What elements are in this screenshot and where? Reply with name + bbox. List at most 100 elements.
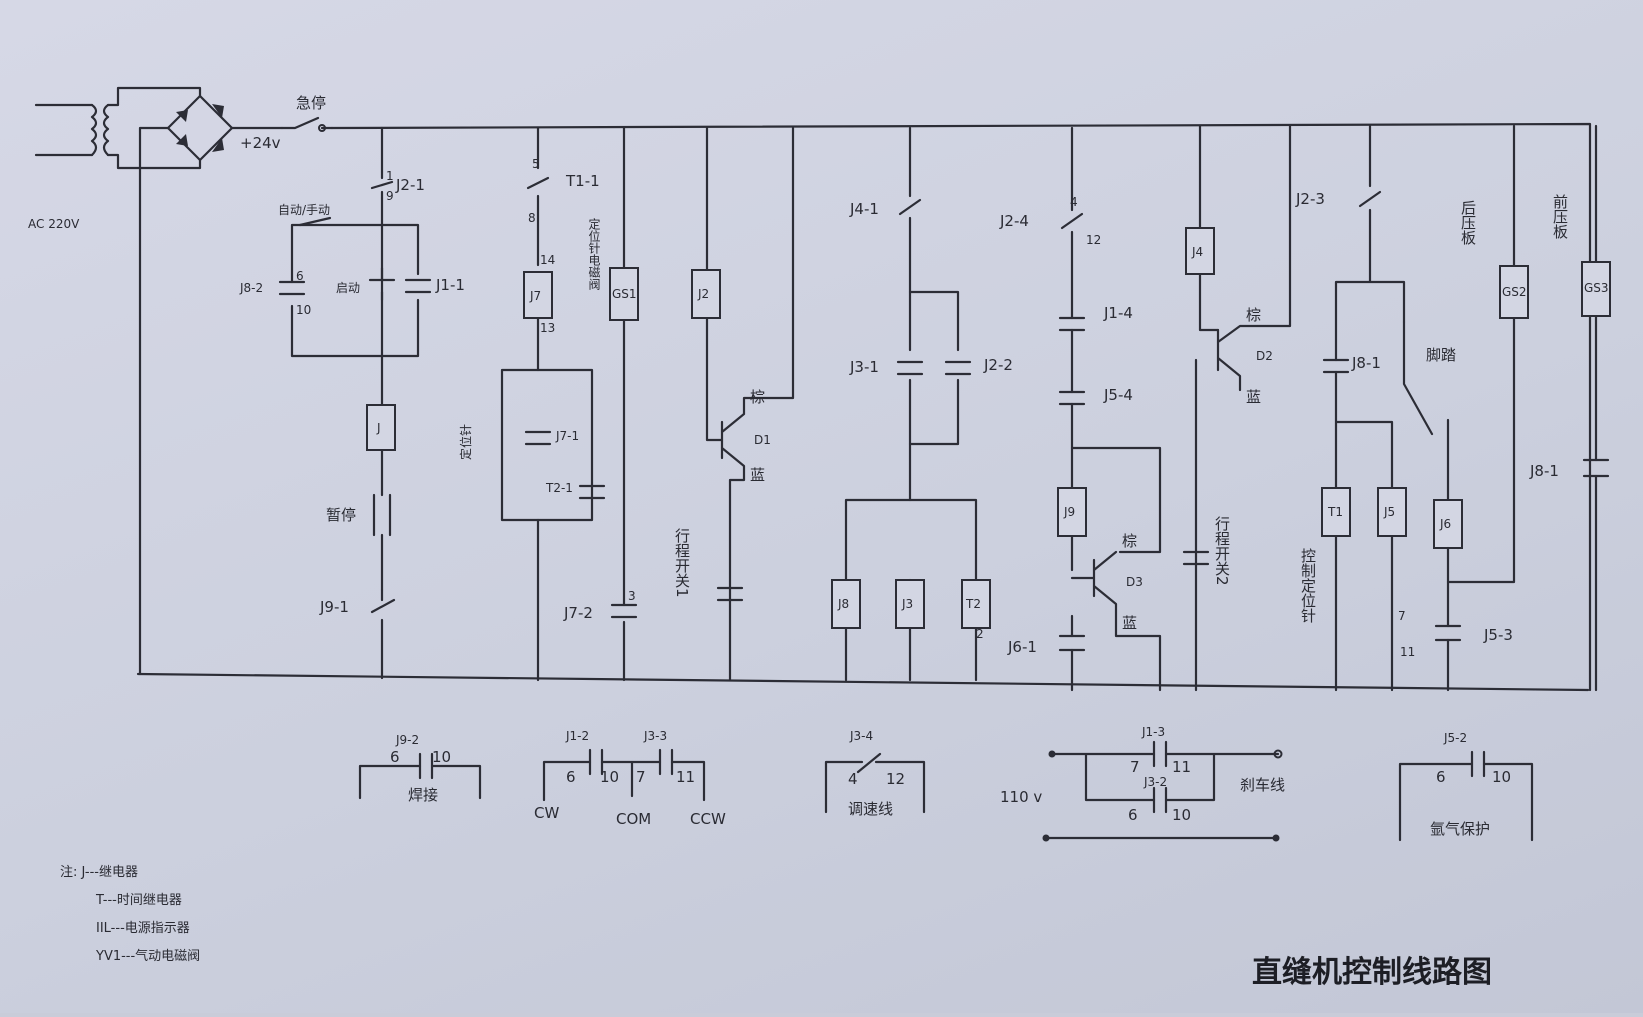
j3-1-label: J3-1 [849, 358, 879, 376]
estop-label: 急停 [296, 94, 326, 112]
aux-argon: J5-2 6 10 氩气保护 [1398, 731, 1534, 842]
pause-button [372, 493, 392, 537]
aux-weld: J9-2 6 10 焊接 [358, 733, 482, 804]
j5-3-label: J5-3 [1483, 626, 1513, 644]
j1-1-label: J1-1 [435, 276, 465, 294]
ac-voltage-label: AC 220V [28, 217, 80, 231]
svg-text:J5-2: J5-2 [1443, 731, 1467, 745]
t1-label: T1 [1327, 505, 1343, 519]
j5-4-label: J5-4 [1103, 386, 1133, 404]
svg-text:9: 9 [386, 189, 394, 203]
svg-text:14: 14 [540, 253, 555, 267]
j1-4-label: J1-4 [1103, 304, 1133, 322]
j5-label: J5 [1383, 505, 1395, 519]
relay-coil-j [366, 404, 396, 451]
branch-j4: J4 D2 棕 蓝 行程开关2 [1182, 124, 1292, 692]
nc-contact-j2-4 [1060, 212, 1084, 230]
svg-text:7: 7 [1398, 609, 1406, 623]
j4-label: J4 [1191, 245, 1203, 259]
svg-text:8: 8 [528, 211, 536, 225]
start-button [368, 266, 396, 302]
com-label: COM [616, 810, 651, 828]
bridge-rectifier [138, 94, 284, 170]
t2-label: T2 [965, 597, 981, 611]
limit-switch-1-label: 行程开关1 [673, 528, 691, 598]
relay-coil-j3 [895, 579, 925, 629]
transistor-d3 [1070, 550, 1162, 692]
pos-pin-label: 定位针 [458, 424, 473, 460]
d1-blue: 蓝 [750, 466, 765, 484]
valve-gs2 [1499, 265, 1529, 319]
relay-coil-j9 [1057, 487, 1087, 537]
svg-text:1: 1 [386, 169, 394, 183]
j4-1-label: J4-1 [849, 200, 879, 218]
argon-label: 氩气保护 [1430, 820, 1490, 838]
ccw-label: CCW [690, 810, 726, 828]
svg-text:6: 6 [566, 768, 576, 786]
svg-text:3: 3 [628, 589, 636, 603]
weld-label: 焊接 [408, 786, 438, 804]
t2-1-label: T2-1 [545, 481, 573, 495]
branch-j7: T1-1 J7 J7-1 T2-1 定位针 GS1 定位针电磁阀 J7-2 [458, 126, 639, 682]
svg-text:6: 6 [390, 748, 400, 766]
svg-text:7: 7 [636, 768, 646, 786]
ctrl-pin-label: 控制定位针 [1299, 548, 1317, 623]
svg-text:10: 10 [1492, 768, 1511, 786]
power-supply: +24v AC 220V 急停 [28, 86, 334, 231]
transistor-d2 [1194, 124, 1292, 692]
svg-text:J3-3: J3-3 [643, 729, 667, 743]
svg-text:5: 5 [532, 157, 540, 171]
timer-coil-t2 [961, 579, 991, 629]
j2-4-label: J2-4 [999, 212, 1029, 230]
limit-switch-2-label: 行程开关2 [1213, 516, 1231, 586]
transformer-secondary [102, 103, 110, 157]
svg-text:12: 12 [886, 770, 905, 788]
j6-1-label: J6-1 [1007, 638, 1037, 656]
branch-j9: J2-4 J1-4 J5-4 J9 D3 棕 蓝 J6-1 [999, 126, 1162, 692]
gs3-label: GS3 [1584, 281, 1609, 295]
front-plate-label: 前压板 [1551, 194, 1569, 239]
aux-motor-direction: J1-2 J3-3 6 10 7 11 CW COM CCW [534, 729, 726, 828]
gs2-label: GS2 [1502, 285, 1527, 299]
start-label: 启动 [336, 281, 360, 295]
svg-text:13: 13 [540, 321, 555, 335]
d1-brown: 棕 [750, 388, 765, 406]
dc-voltage-label: +24v [240, 134, 281, 152]
note-iil: IIL---电源指示器 [96, 921, 190, 936]
j8-1b-label: J8-1 [1529, 462, 1559, 480]
j8-2-label: J8-2 [239, 281, 263, 295]
branch-j6: J2-3 J8-1 T1 J5 控制定位针 脚踏 J6 J5-3 [1295, 124, 1516, 692]
timer-coil-t1 [1321, 487, 1351, 537]
j2-3-label: J2-3 [1295, 190, 1325, 208]
aux-brake: J1-3 J3-2 7 11 6 10 110 v 刹车线 [1000, 725, 1285, 842]
relay-coil-j2 [691, 269, 721, 319]
svg-text:J1-2: J1-2 [565, 729, 589, 743]
j6-label: J6 [1439, 517, 1451, 531]
branch-j3: J4-1 J3-1 J2-2 J8 J3 T2 [831, 126, 1013, 682]
j3-label: J3 [901, 597, 913, 611]
relay-coil-j6 [1433, 499, 1463, 549]
transformer-primary [90, 103, 98, 157]
branch-plates: GS2 后压板 GS3 前压板 J8-1 [1459, 124, 1611, 692]
nc-contact-j9-1 [370, 588, 396, 614]
d3-brown: 棕 [1122, 532, 1137, 550]
svg-text:10: 10 [432, 748, 451, 766]
relay-coil-j4 [1185, 227, 1215, 275]
svg-text:J3-4: J3-4 [849, 729, 873, 743]
brake-label: 刹车线 [1240, 776, 1285, 794]
relay-coil-j8 [831, 579, 861, 629]
legend-notes: 注: J---继电器 T---时间继电器 IIL---电源指示器 YV1---气… [60, 865, 200, 964]
j8-label: J8 [837, 597, 849, 611]
branch-start: J2-1 自动/手动 J8-2 启动 J1-1 J 暂停 J9-1 [239, 126, 465, 680]
transistor-d1 [720, 126, 795, 682]
d1-label: D1 [754, 433, 771, 447]
relay-coil-j7 [523, 271, 553, 319]
rear-plate-label: 后压板 [1459, 200, 1477, 245]
adjust-label: 调速线 [848, 800, 893, 818]
dc110-label: 110 v [1000, 788, 1042, 806]
d2-brown: 棕 [1246, 306, 1261, 324]
estop-switch [280, 116, 334, 130]
svg-text:11: 11 [676, 768, 695, 786]
